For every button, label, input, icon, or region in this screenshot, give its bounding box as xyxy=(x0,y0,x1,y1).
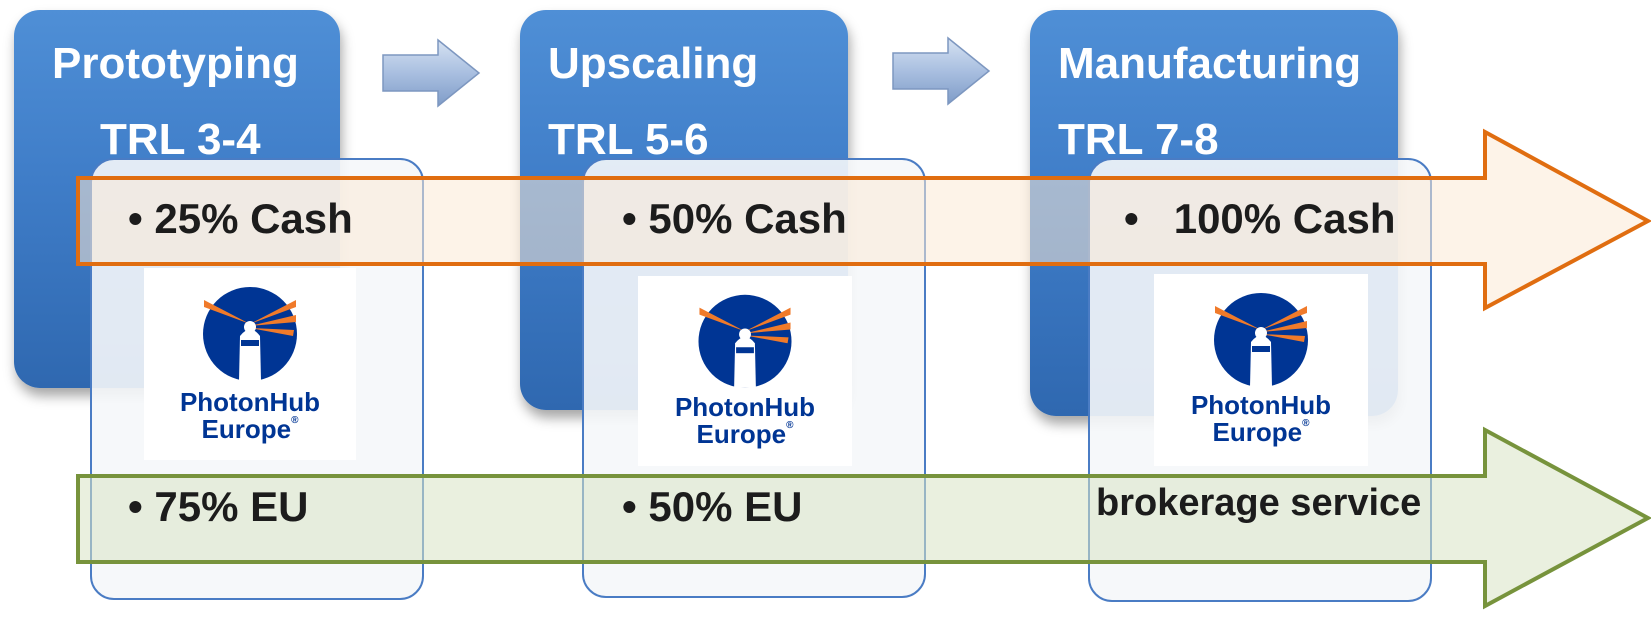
photonhub-europe-logo: PhotonHub Europe® xyxy=(638,276,852,466)
logo-registered-mark: ® xyxy=(1302,418,1310,429)
photonhub-europe-logo: PhotonHub Europe® xyxy=(144,268,356,460)
stage-trl-manufacturing: TRL 7-8 xyxy=(1058,115,1219,164)
right-arrow-icon xyxy=(382,38,481,108)
logo-wordmark-europe: Europe xyxy=(201,414,292,444)
logo-wordmark-line1: PhotonHub xyxy=(179,387,321,417)
cash-share-prototyping: • 25% Cash xyxy=(128,195,353,242)
logo-wordmark-europe: Europe xyxy=(696,419,787,449)
eu-share-prototyping: • 75% EU xyxy=(128,483,309,530)
stage-title-upscaling: Upscaling xyxy=(548,39,759,88)
lighthouse-icon xyxy=(203,287,297,381)
logo-wordmark-europe: Europe xyxy=(1212,417,1303,447)
eu-share-upscaling: • 50% EU xyxy=(622,483,803,530)
logo-wordmark-line2: Europe® xyxy=(144,414,356,444)
right-arrow-icon xyxy=(892,36,991,106)
photonhub-europe-logo: PhotonHub Europe® xyxy=(1154,274,1368,466)
stage-trl-prototyping: TRL 3-4 xyxy=(100,115,261,164)
brokerage-service-label: brokerage service xyxy=(1096,482,1422,524)
stage-title-manufacturing: Manufacturing xyxy=(1058,39,1362,88)
logo-wordmark-line1: PhotonHub xyxy=(674,392,816,422)
logo-wordmark-line2: Europe® xyxy=(1154,417,1368,447)
logo-wordmark-line1: PhotonHub xyxy=(1190,390,1332,420)
logo-registered-mark: ® xyxy=(291,415,299,426)
stage-trl-upscaling: TRL 5-6 xyxy=(548,115,709,164)
lighthouse-icon xyxy=(1214,293,1308,387)
cash-share-manufacturing: • 100% Cash xyxy=(1124,195,1396,242)
cash-share-upscaling: • 50% Cash xyxy=(622,195,847,242)
stage-title-prototyping: Prototyping xyxy=(52,39,299,88)
logo-wordmark-line2: Europe® xyxy=(638,419,852,449)
logo-registered-mark: ® xyxy=(786,420,794,431)
lighthouse-icon xyxy=(698,294,792,388)
